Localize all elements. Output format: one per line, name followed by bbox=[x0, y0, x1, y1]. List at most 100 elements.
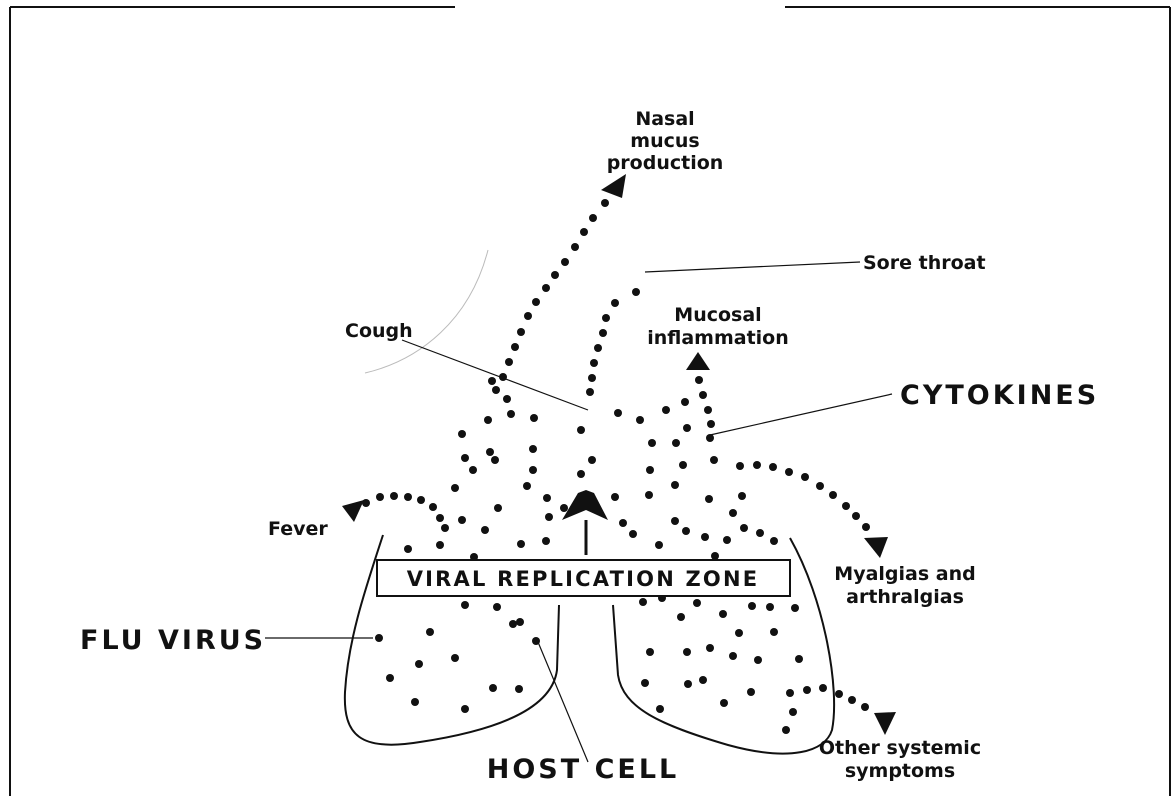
fever-pathway-dot bbox=[362, 499, 370, 507]
fever-pathway-dot bbox=[436, 514, 444, 522]
fever-pathway-dot bbox=[390, 492, 398, 500]
myalgias-pathway-dot bbox=[785, 468, 793, 476]
virus-particle bbox=[588, 456, 596, 464]
myalgias-label-line1: Myalgias and bbox=[834, 563, 975, 585]
virus-particle bbox=[684, 680, 692, 688]
nasal-label-line1: Nasal bbox=[635, 108, 694, 130]
virus-particle bbox=[636, 416, 644, 424]
virus-particle bbox=[461, 454, 469, 462]
myalgias-pathway-dot bbox=[852, 512, 860, 520]
systemic-pathway-dot bbox=[819, 684, 827, 692]
virus-particle bbox=[530, 414, 538, 422]
virus-particle bbox=[481, 526, 489, 534]
virus-particle bbox=[494, 504, 502, 512]
virus-particle bbox=[639, 598, 647, 606]
nasal-label-line3: production bbox=[607, 152, 724, 174]
systemic-pathway-dot bbox=[835, 690, 843, 698]
virus-particle bbox=[484, 416, 492, 424]
virus-particle bbox=[516, 618, 524, 626]
myalgias-pathway-dot bbox=[736, 462, 744, 470]
throat-pathway-dot bbox=[588, 374, 596, 382]
virus-particle bbox=[469, 466, 477, 474]
virus-particle bbox=[710, 456, 718, 464]
nasal-pathway-dot bbox=[505, 358, 513, 366]
nasal-pathway-dot bbox=[517, 328, 525, 336]
virus-particle bbox=[754, 656, 762, 664]
nasal-arrowhead bbox=[601, 174, 626, 198]
host-cell-leader bbox=[538, 642, 588, 762]
virus-particle bbox=[705, 495, 713, 503]
myalgias-arrowhead bbox=[864, 537, 888, 558]
mucosal-pathway-dot bbox=[707, 420, 715, 428]
virus-particle bbox=[656, 705, 664, 713]
virus-particle bbox=[545, 513, 553, 521]
virus-particle bbox=[655, 541, 663, 549]
virus-particle bbox=[677, 613, 685, 621]
sore-throat-label: Sore throat bbox=[863, 252, 986, 274]
virus-particle bbox=[646, 466, 654, 474]
virus-particle bbox=[411, 698, 419, 706]
mucosal-pathway-dot bbox=[704, 406, 712, 414]
virus-particle bbox=[791, 604, 799, 612]
systemic-arrowhead bbox=[874, 712, 896, 735]
virus-particle bbox=[645, 491, 653, 499]
virus-particle bbox=[681, 398, 689, 406]
virus-particle bbox=[614, 409, 622, 417]
host-cell-label: HOST CELL bbox=[487, 754, 679, 785]
throat-pathway-dot bbox=[590, 359, 598, 367]
virus-particle bbox=[461, 601, 469, 609]
fever-pathway-dot bbox=[404, 493, 412, 501]
systemic-pathway-dot bbox=[861, 703, 869, 711]
nasal-pathway-dot bbox=[511, 343, 519, 351]
cough-label: Cough bbox=[345, 320, 413, 342]
virus-particle bbox=[735, 629, 743, 637]
myalgias-pathway-dot bbox=[829, 491, 837, 499]
throat-pathway-dot bbox=[602, 314, 610, 322]
fever-label: Fever bbox=[268, 518, 328, 540]
virus-particle bbox=[486, 448, 494, 456]
virus-particle bbox=[436, 541, 444, 549]
virus-particle bbox=[719, 610, 727, 618]
virus-particle bbox=[795, 655, 803, 663]
virus-particle bbox=[415, 660, 423, 668]
virus-particle bbox=[683, 424, 691, 432]
fever-arrowhead bbox=[342, 500, 364, 522]
virus-particle bbox=[701, 533, 709, 541]
virus-particle bbox=[560, 504, 568, 512]
mucosal-pathway-dot bbox=[695, 376, 703, 384]
virus-particle bbox=[619, 519, 627, 527]
throat-pathway-dot bbox=[611, 299, 619, 307]
virus-particle bbox=[671, 517, 679, 525]
virus-particle bbox=[515, 685, 523, 693]
myalgias-pathway-dot bbox=[862, 523, 870, 531]
virus-particle bbox=[523, 482, 531, 490]
systemic-pathway-dot bbox=[803, 686, 811, 694]
virus-particle bbox=[683, 648, 691, 656]
systemic-label-line2: symptoms bbox=[845, 760, 955, 782]
virus-particle bbox=[386, 674, 394, 682]
nasal-label-line2: mucus bbox=[630, 130, 699, 152]
virus-particle bbox=[646, 648, 654, 656]
myalgias-pathway-dot bbox=[753, 461, 761, 469]
cytokines-leader bbox=[710, 394, 892, 435]
virus-particle bbox=[461, 705, 469, 713]
systemic-pathway-dot bbox=[786, 689, 794, 697]
systemic-pathway-dot bbox=[848, 696, 856, 704]
mucosal-pathway-dot bbox=[706, 434, 714, 442]
virus-particle bbox=[748, 602, 756, 610]
nasal-pathway-dot bbox=[524, 312, 532, 320]
virus-particle bbox=[503, 395, 511, 403]
virus-particle bbox=[747, 688, 755, 696]
virus-particle bbox=[789, 708, 797, 716]
myalgias-pathway-dot bbox=[769, 463, 777, 471]
nasal-pathway-dot bbox=[532, 298, 540, 306]
virus-particle bbox=[671, 481, 679, 489]
nasal-pathway-dot bbox=[601, 199, 609, 207]
virus-particle bbox=[723, 536, 731, 544]
virus-particle bbox=[699, 676, 707, 684]
virus-particle bbox=[629, 530, 637, 538]
mucosal-arrowhead bbox=[686, 352, 710, 370]
virus-particle bbox=[738, 492, 746, 500]
